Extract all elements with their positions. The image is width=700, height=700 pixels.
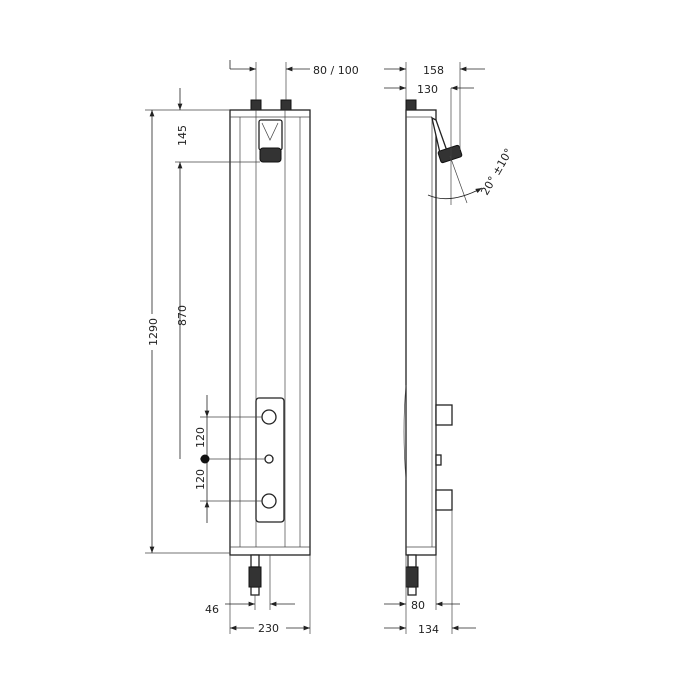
dim-outlet-offset: 46 [205, 603, 219, 616]
side-outlet-connector [405, 554, 419, 596]
dim-top-to-head: 145 [176, 125, 189, 146]
dim-head-angle: 20° ±10° [478, 146, 515, 197]
dim-lower-valve: 120 [194, 469, 207, 490]
side-lower-knob [435, 489, 453, 511]
side-upper-knob [435, 404, 453, 426]
upper-valve-knob [261, 409, 277, 425]
dim-total-height: 1290 [147, 318, 160, 346]
dim-width: 230 [258, 622, 279, 635]
reference-point [200, 454, 210, 464]
inlet-left [250, 99, 262, 111]
dim-upper-valve: 120 [194, 427, 207, 448]
inlet-right [280, 99, 292, 111]
side-view: 20° ±10° 158 130 80 134 [384, 62, 515, 636]
side-button [435, 454, 442, 466]
dim-head-to-controls: 870 [176, 305, 189, 326]
shower-head [258, 119, 283, 163]
dim-bracket-depth: 130 [417, 83, 438, 96]
dim-head-projection: 158 [423, 64, 444, 77]
lower-valve-knob [261, 493, 277, 509]
outlet-connector [248, 554, 262, 596]
dim-depth-with-handles: 134 [418, 623, 439, 636]
side-shower-head [437, 144, 463, 164]
front-view: 80 / 100 145 870 1290 120 120 46 230 [143, 60, 359, 635]
push-button [264, 454, 274, 464]
dim-inlet-spacing: 80 / 100 [313, 64, 359, 77]
control-plate [255, 397, 285, 523]
dim-depth: 80 [411, 599, 425, 612]
side-body [405, 109, 437, 556]
